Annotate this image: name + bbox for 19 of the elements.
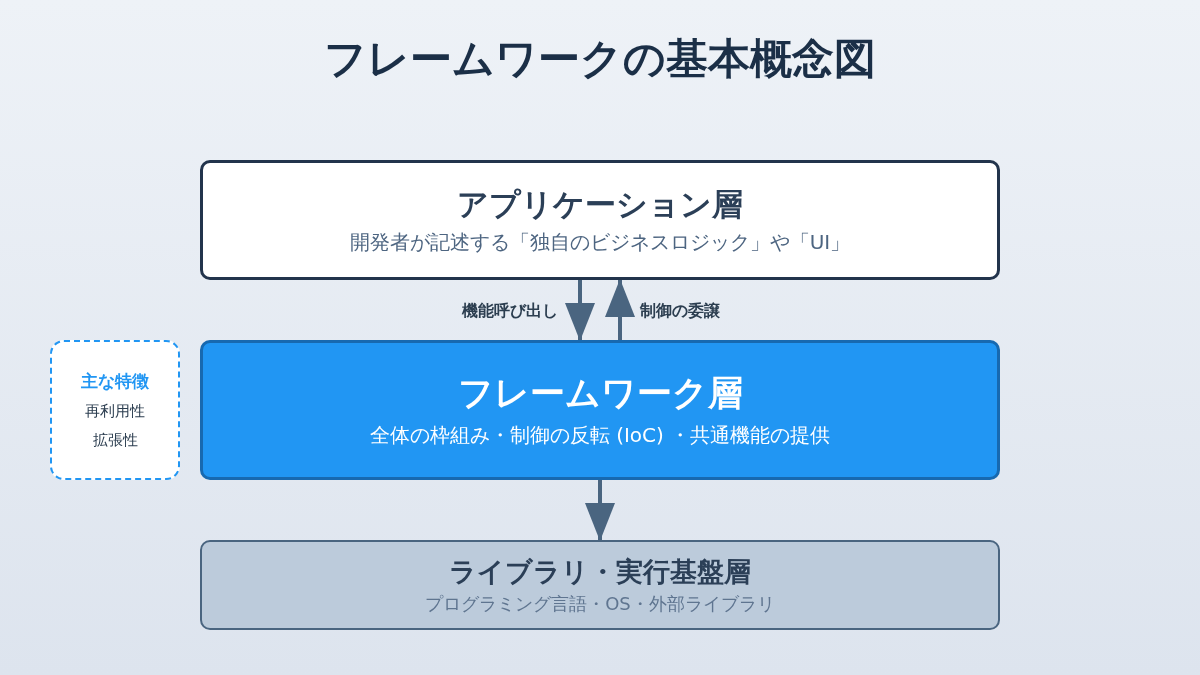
layer-title: アプリケーション層 (457, 185, 743, 224)
layer-box (200, 160, 1000, 280)
layer-title: フレームワーク層 (457, 371, 743, 415)
panel-heading: 主な特徴 (81, 370, 149, 392)
edge-label: 制御の委譲 (640, 300, 720, 320)
diagram-title: フレームワークの基本概念図 (323, 34, 877, 85)
arrow (565, 280, 595, 341)
feature-panel (50, 340, 180, 480)
arrow (585, 480, 615, 541)
edge-label: 機能呼び出し (462, 300, 558, 320)
layer-description: プログラミング言語・OS・外部ライブラリ (425, 592, 775, 616)
feature-item: 拡張性 (92, 430, 138, 450)
layer-description: 開発者が記述する「独自のビジネスロジック」や「UI」 (349, 229, 851, 255)
layer-box (200, 340, 1000, 480)
layer-description: 全体の枠組み・制御の反転 (IoC) ・共通機能の提供 (369, 423, 831, 449)
feature-item: 再利用性 (85, 401, 145, 421)
layer-box (200, 540, 1000, 630)
layer-title: ライブラリ・実行基盤層 (449, 554, 751, 589)
arrow (605, 279, 635, 340)
